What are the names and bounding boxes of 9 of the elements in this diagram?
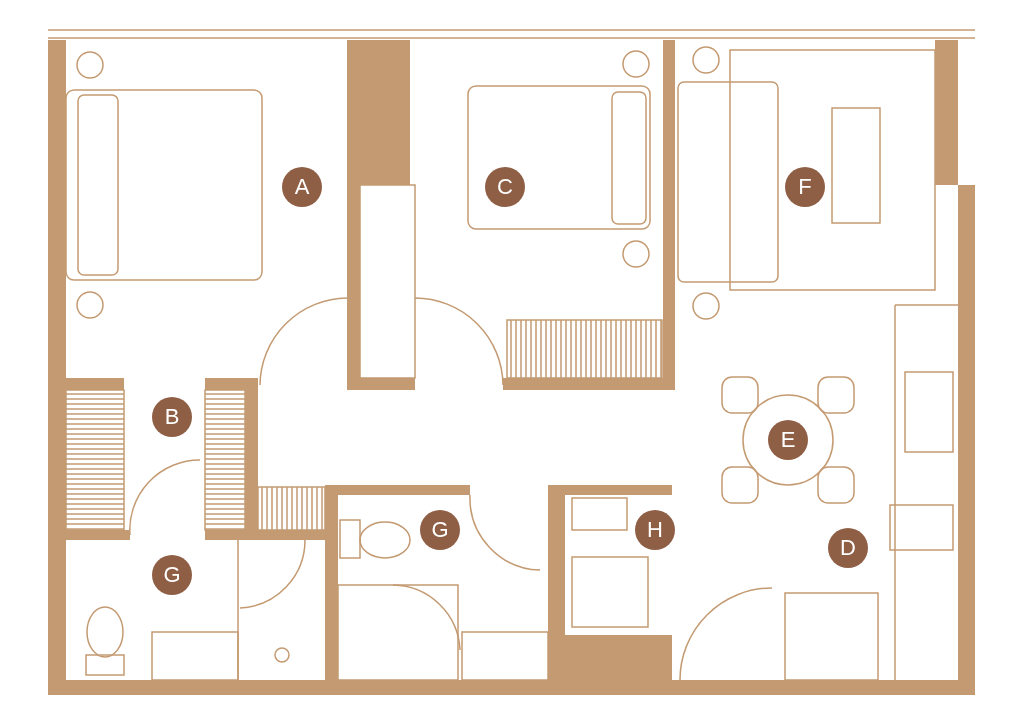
- room-marker: F: [785, 167, 825, 207]
- room-marker: B: [152, 397, 192, 437]
- room-marker: E: [768, 420, 808, 460]
- room-marker: H: [635, 510, 675, 550]
- room-marker: C: [485, 167, 525, 207]
- room-marker: A: [282, 167, 322, 207]
- room-marker: G: [152, 555, 192, 595]
- room-marker: G: [420, 510, 460, 550]
- room-marker: D: [828, 528, 868, 568]
